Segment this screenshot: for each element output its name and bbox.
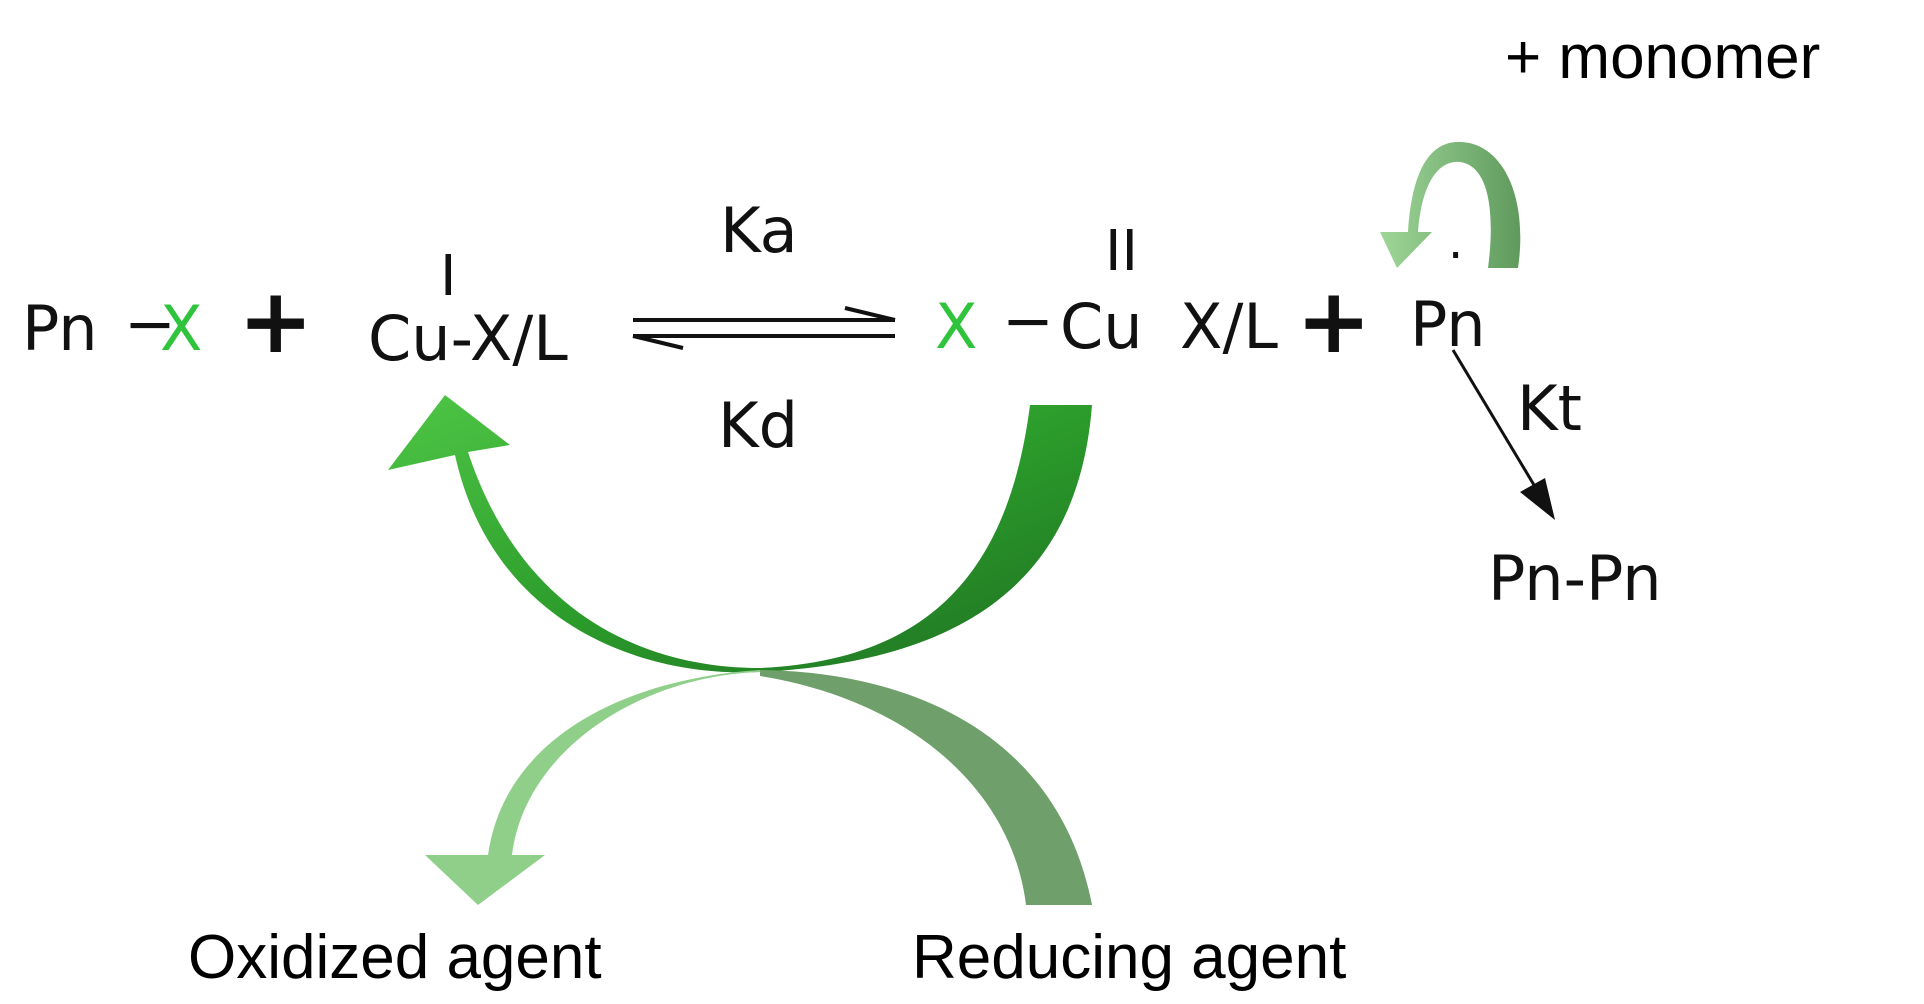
radical-dot: · <box>1448 228 1463 284</box>
reducing-agent-arrow <box>760 670 1092 905</box>
kd-label: Kd <box>718 389 798 462</box>
termination-product: Pn-Pn <box>1488 542 1662 615</box>
equilibrium-arrows <box>632 306 896 350</box>
plus-right: + <box>1296 269 1371 374</box>
monomer-label: + monomer <box>1505 23 1820 92</box>
oxidized-agent-label: Oxidized agent <box>188 923 602 992</box>
regeneration-arrow <box>388 395 1092 673</box>
ka-label: Ka <box>720 194 798 267</box>
bond-left: − <box>124 287 176 360</box>
halogen-right: X <box>935 290 977 363</box>
termination-arrow <box>1451 349 1555 520</box>
pn-label: Pn <box>22 292 98 365</box>
propagation-loop-arrow <box>1380 141 1521 268</box>
bond-right: − <box>1002 284 1054 357</box>
oxidized-agent-arrow <box>425 670 760 905</box>
reducing-agent-label: Reducing agent <box>912 923 1346 992</box>
cu1-oxidation-state: I <box>440 244 457 309</box>
kt-label: Kt <box>1517 372 1582 445</box>
cu2-oxidation-state: II <box>1105 219 1138 284</box>
plus-left: + <box>238 269 313 374</box>
cu2-ligand: X/L <box>1180 290 1278 363</box>
cu1-formula: Cu-X/L <box>368 302 568 375</box>
radical-label: Pn <box>1410 288 1486 361</box>
cu2-metal: Cu <box>1060 290 1143 363</box>
halogen-left: X <box>160 292 202 365</box>
